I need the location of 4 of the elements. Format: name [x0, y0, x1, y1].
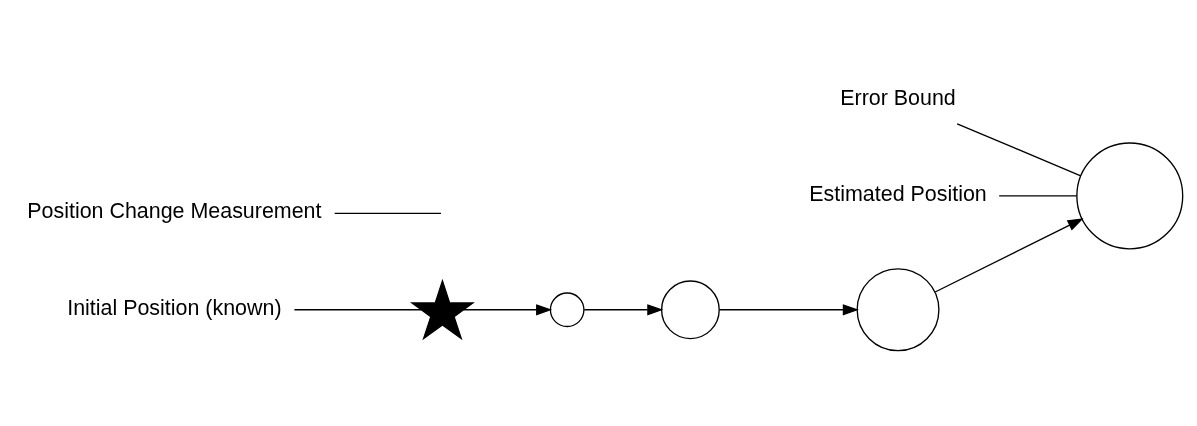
node-text: Position Change Measurement — [27, 199, 322, 224]
node-text: Initial Position (known) — [67, 295, 282, 320]
node-text: Estimated Position — [809, 182, 987, 207]
node-text: Error Bound — [840, 85, 956, 110]
